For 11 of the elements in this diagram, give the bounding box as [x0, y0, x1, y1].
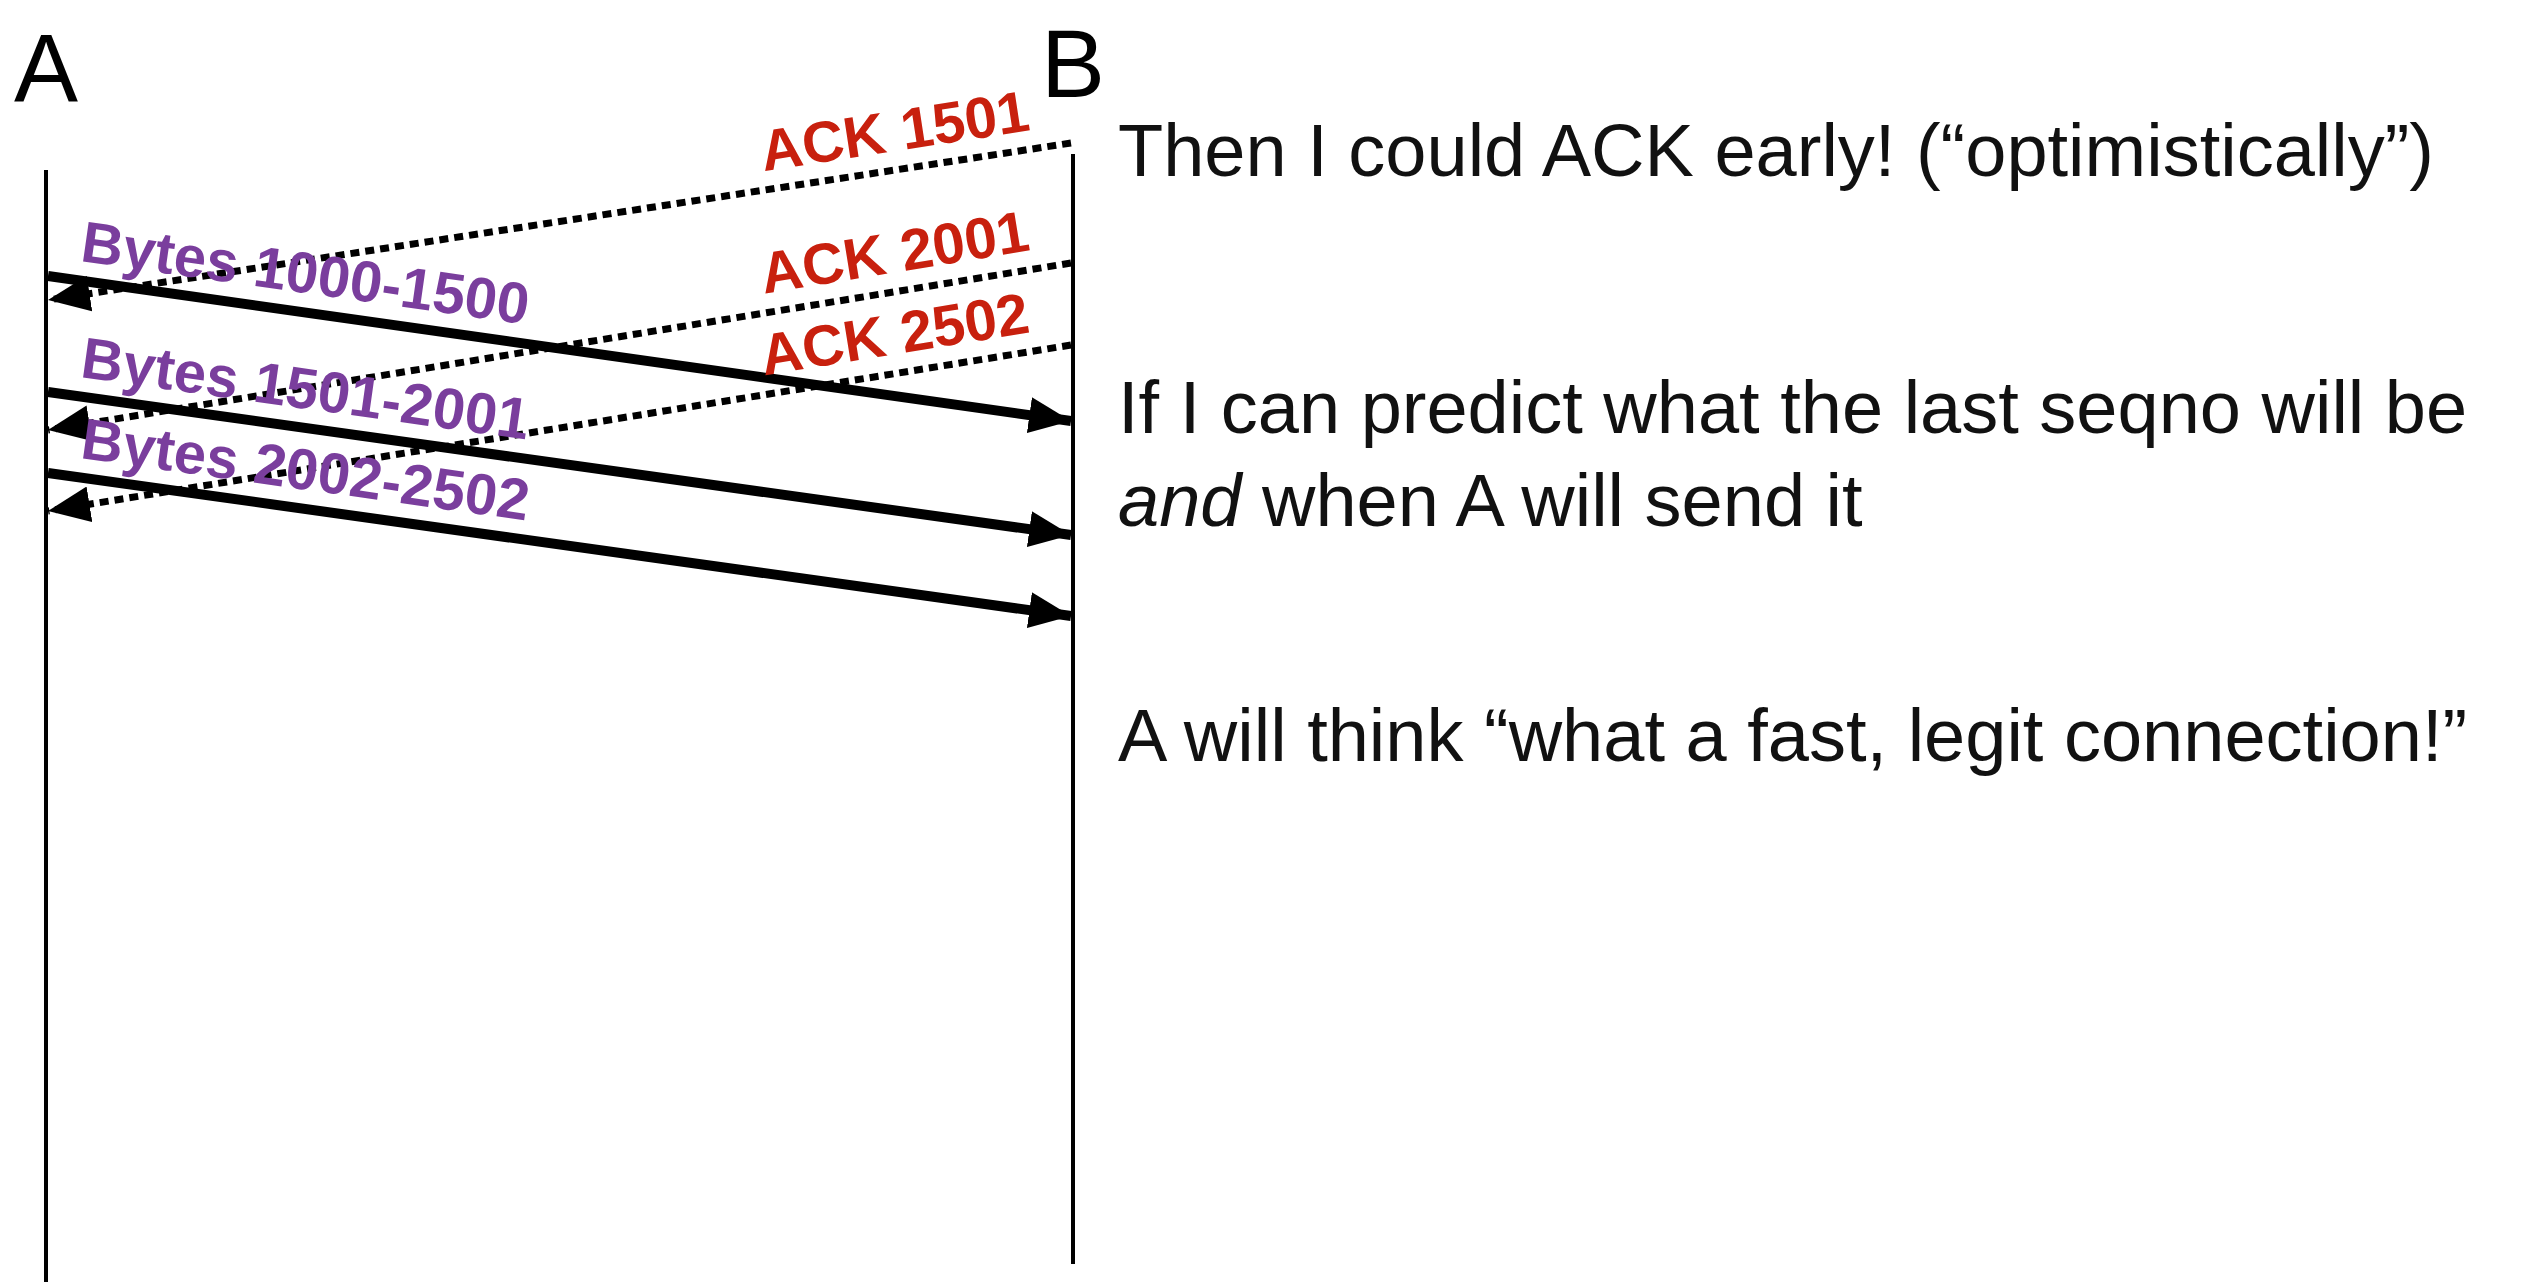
arrow [47, 341, 1072, 523]
edge-label: Bytes 1000-1500 [78, 212, 534, 334]
note-text: Then I could ACK early! (“optimistically”) [1118, 108, 2435, 194]
lifeline-label: B [1041, 16, 1105, 112]
note-text: If I can predict what the last seqno will be and when A will send it [1118, 365, 2469, 544]
arrow [47, 139, 1072, 312]
arrow [47, 387, 1072, 547]
arrow [47, 468, 1072, 628]
lifeline-label: A [14, 20, 78, 116]
edge-label: ACK 1501 [756, 81, 1033, 180]
note-text: A will think “what a fast, legit connection!” [1118, 693, 2469, 779]
